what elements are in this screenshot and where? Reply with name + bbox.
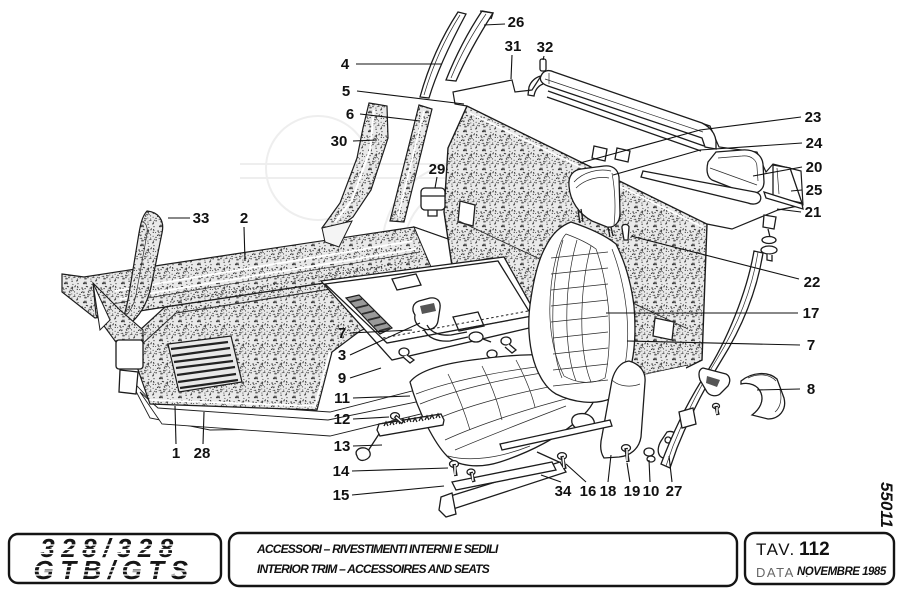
svg-text:INTERIOR TRIM – ACCESSOIRES AN: INTERIOR TRIM – ACCESSOIRES AND SEATS — [257, 562, 490, 576]
svg-text:DATA :: DATA : — [756, 565, 810, 580]
svg-text:2: 2 — [240, 210, 248, 227]
svg-text:14: 14 — [333, 463, 350, 480]
svg-text:TAV.: TAV. — [756, 540, 796, 559]
svg-text:ACCESSORI – RIVESTIMENTI INTER: ACCESSORI – RIVESTIMENTI INTERNI E SEDIL… — [256, 542, 499, 556]
svg-text:5: 5 — [342, 83, 350, 100]
svg-text:21: 21 — [805, 204, 822, 221]
svg-text:19: 19 — [624, 483, 641, 500]
svg-text:27: 27 — [666, 483, 683, 500]
svg-text:15: 15 — [333, 487, 350, 504]
svg-text:18: 18 — [600, 483, 617, 500]
svg-text:32: 32 — [537, 39, 554, 56]
svg-text:12: 12 — [334, 411, 351, 428]
svg-text:29: 29 — [429, 161, 446, 178]
svg-text:7: 7 — [338, 325, 346, 342]
svg-text:1: 1 — [172, 445, 180, 462]
svg-text:31: 31 — [505, 38, 522, 55]
svg-text:26: 26 — [508, 14, 525, 31]
svg-text:23: 23 — [805, 109, 822, 126]
svg-text:24: 24 — [806, 135, 823, 152]
svg-text:7: 7 — [807, 337, 815, 354]
svg-text:6: 6 — [346, 106, 354, 123]
svg-text:22: 22 — [804, 274, 821, 291]
svg-text:16: 16 — [580, 483, 597, 500]
svg-text:9: 9 — [338, 370, 346, 387]
svg-text:GTB/GTS: GTB/GTS — [33, 555, 194, 585]
svg-text:8: 8 — [807, 381, 815, 398]
svg-text:112: 112 — [799, 539, 830, 560]
svg-text:25: 25 — [806, 182, 823, 199]
svg-text:4: 4 — [341, 56, 350, 73]
svg-text:30: 30 — [331, 133, 348, 150]
svg-text:33: 33 — [193, 210, 210, 227]
svg-text:13: 13 — [334, 438, 351, 455]
svg-text:28: 28 — [194, 445, 211, 462]
svg-text:11: 11 — [334, 390, 350, 407]
svg-text:17: 17 — [803, 305, 820, 322]
svg-text:20: 20 — [806, 159, 823, 176]
svg-text:328/328: 328/328 — [40, 533, 179, 563]
svg-text:34: 34 — [555, 483, 572, 500]
svg-text:NOVEMBRE 1985: NOVEMBRE 1985 — [797, 566, 887, 578]
svg-text:3: 3 — [338, 347, 346, 364]
svg-text:10: 10 — [643, 483, 660, 500]
svg-text:55011: 55011 — [877, 482, 896, 528]
